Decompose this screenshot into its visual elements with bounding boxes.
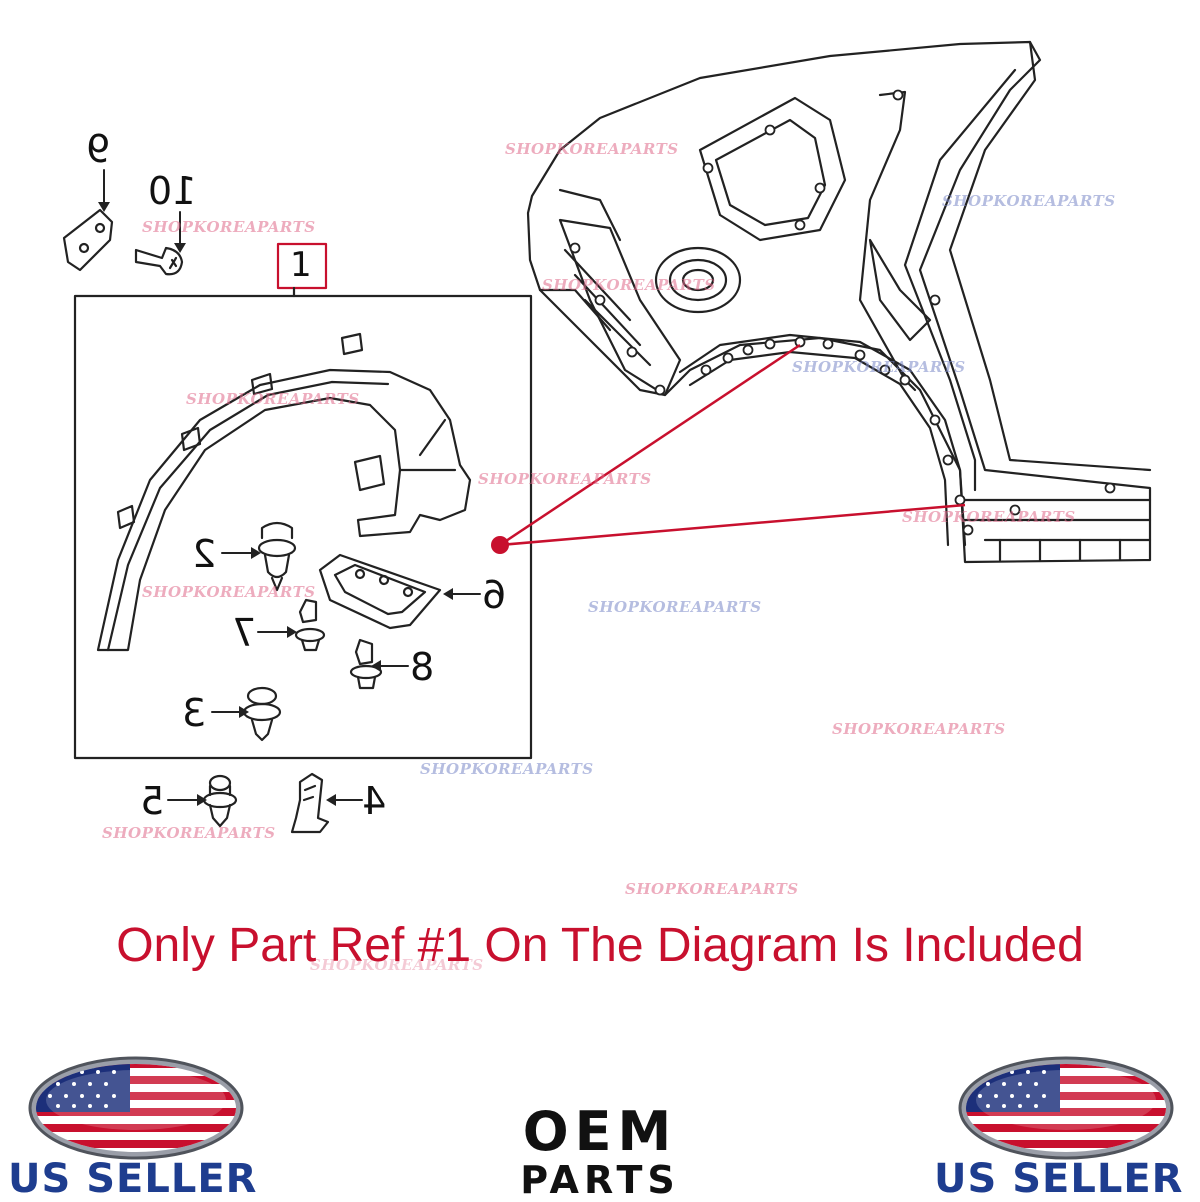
location-pointer-lines — [499, 343, 966, 547]
oem-logo-line1: OEM — [522, 1100, 678, 1163]
us-flag-badge-left-icon — [28, 1056, 244, 1160]
watermark: SHOPKOREAPARTS — [902, 508, 1076, 526]
callout-6: 6 — [482, 573, 507, 617]
watermark: SHOPKOREAPARTS — [420, 760, 594, 778]
watermark: SHOPKOREAPARTS — [832, 720, 1006, 738]
callout-5: 5 — [140, 779, 165, 823]
location-marker-dot — [491, 536, 509, 554]
screw-10-illustration — [134, 246, 184, 276]
watermark: SHOPKOREAPARTS — [142, 583, 316, 601]
callout-2: 2 — [192, 532, 217, 576]
bracket-6-illustration — [318, 553, 442, 630]
watermark: SHOPKOREAPARTS — [588, 598, 762, 616]
watermark: SHOPKOREAPARTS — [942, 192, 1116, 210]
us-seller-label-left: US SELLER — [8, 1156, 258, 1202]
fender-flare-illustration — [96, 368, 472, 652]
clip-5-illustration — [202, 774, 238, 828]
watermark: SHOPKOREAPARTS — [102, 824, 276, 842]
callout-7: 7 — [232, 611, 257, 655]
part-1-callout-box — [276, 242, 328, 290]
callout-3: 3 — [182, 691, 207, 735]
clip-2-illustration — [257, 521, 297, 592]
watermark: SHOPKOREAPARTS — [142, 218, 316, 236]
flare-clip-tabs — [116, 332, 386, 530]
callout-4: 4 — [362, 779, 387, 823]
bracket-4-illustration — [290, 772, 330, 834]
watermark: SHOPKOREAPARTS — [505, 140, 679, 158]
callout-9: 9 — [86, 127, 111, 171]
bracket-9-illustration — [62, 208, 114, 272]
quarter-panel-illustration — [526, 40, 1152, 564]
clip-8-illustration — [349, 638, 383, 690]
us-flag-badge-right-icon — [958, 1056, 1174, 1160]
callout-10: 10 — [148, 169, 197, 213]
oem-logo-line2: PARTS — [520, 1158, 680, 1202]
included-part-notice: Only Part Ref #1 On The Diagram Is Inclu… — [116, 919, 1084, 972]
callout-1: 1 — [290, 245, 312, 285]
us-seller-label-right: US SELLER — [934, 1156, 1184, 1202]
callout-8: 8 — [410, 645, 435, 689]
watermark: SHOPKOREAPARTS — [478, 470, 652, 488]
watermark: SHOPKOREAPARTS — [310, 956, 484, 974]
watermark: SHOPKOREAPARTS — [542, 276, 716, 294]
watermark: SHOPKOREAPARTS — [792, 358, 966, 376]
part-1-frame — [73, 294, 533, 760]
clip-7-illustration — [294, 598, 326, 652]
watermark: SHOPKOREAPARTS — [625, 880, 799, 898]
watermark: SHOPKOREAPARTS — [186, 390, 360, 408]
clip-3-illustration — [242, 686, 282, 742]
